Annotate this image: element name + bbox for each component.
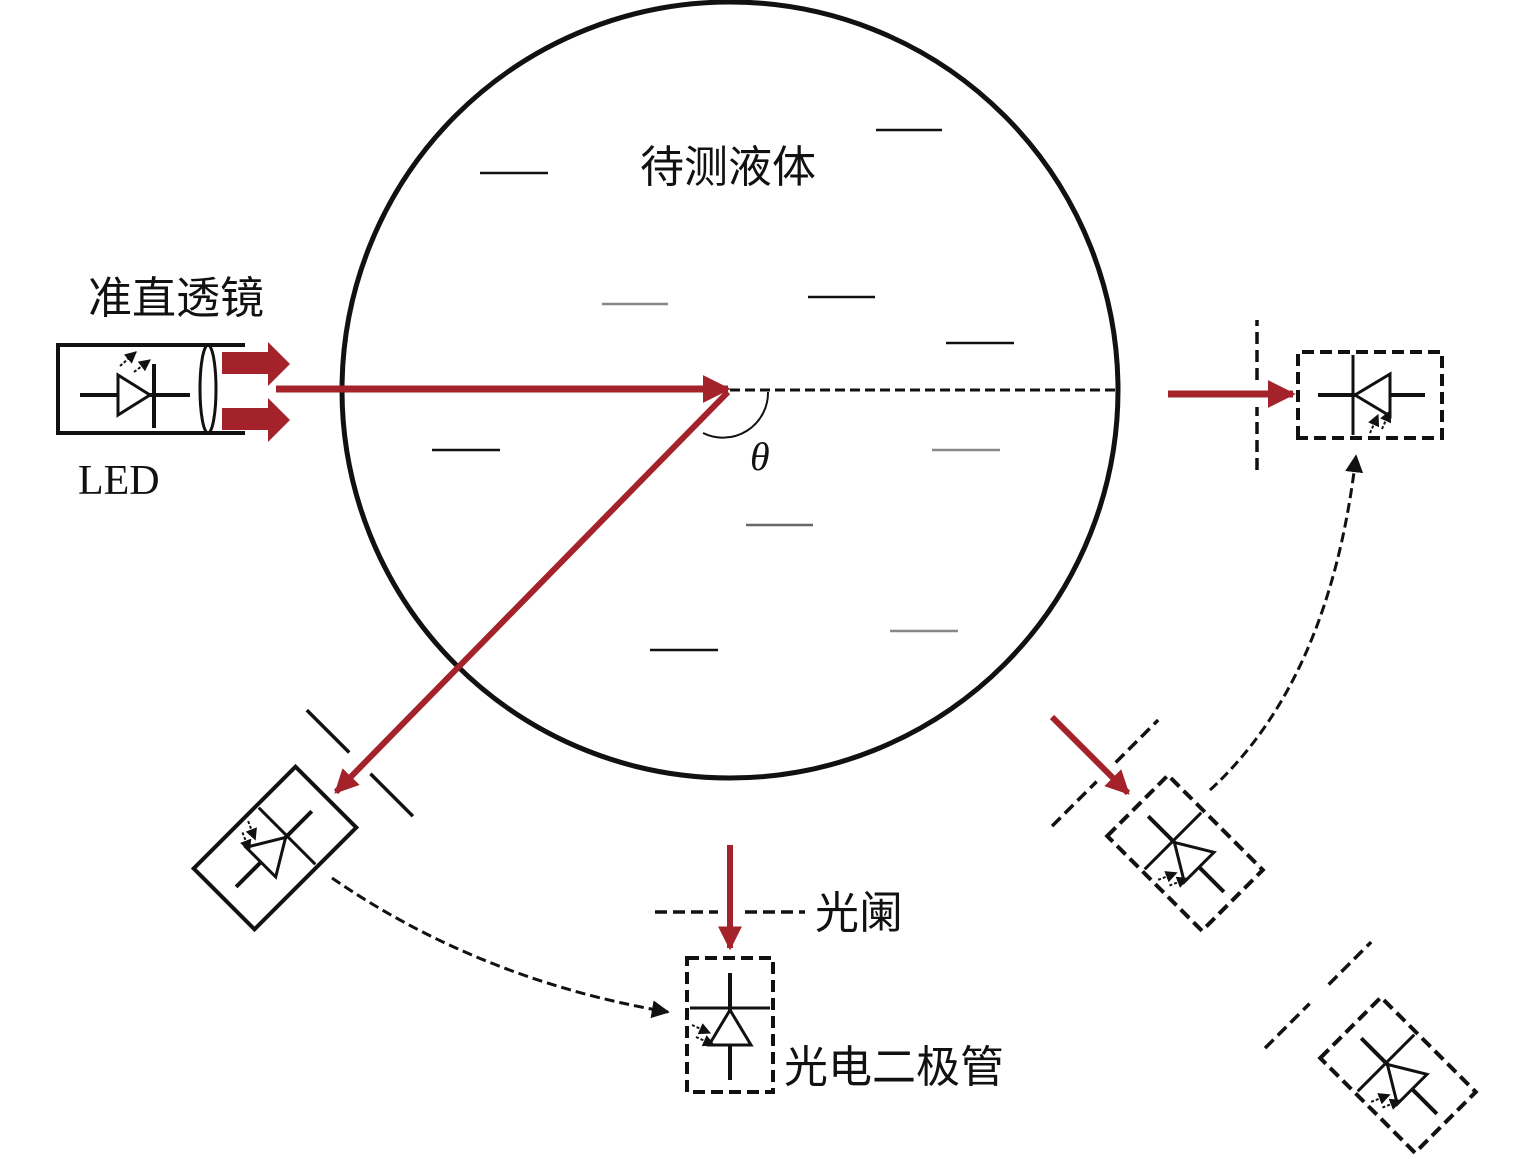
- scattered-beam: [333, 389, 731, 795]
- rotation-path-left: [331, 876, 670, 1019]
- liquid-particles: [432, 128, 1014, 652]
- photodiode-45deg: [1050, 718, 1266, 934]
- lens-label: 准直透镜: [88, 273, 264, 324]
- photodiode-90deg: [653, 910, 807, 1094]
- photodiode-scatter: [190, 708, 415, 933]
- photodiode-far: [1263, 940, 1479, 1156]
- led-source: [56, 343, 245, 435]
- liquid-label: 待测液体: [640, 142, 816, 193]
- collimating-lens-icon: [198, 343, 218, 435]
- beam-45deg: [1049, 714, 1131, 796]
- collimated-beam-arrows: [222, 342, 290, 442]
- photodiode-label: 光电二极管: [784, 1042, 1004, 1093]
- rotation-path-right: [1208, 454, 1364, 792]
- led-label: LED: [78, 458, 160, 504]
- aperture-label: 光阑: [815, 888, 903, 939]
- theta-label: θ: [750, 434, 770, 479]
- photodiode-0deg: [1255, 318, 1444, 472]
- angle-arc: [702, 391, 770, 439]
